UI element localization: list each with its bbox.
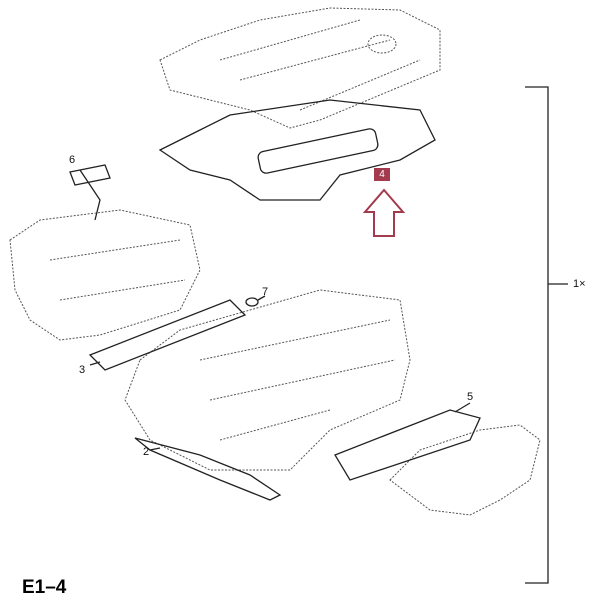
callout-4-highlighted: 4	[374, 168, 390, 181]
highlight-arrow	[362, 188, 406, 237]
head-gasket-2	[134, 437, 282, 501]
intake-manifold	[9, 209, 201, 341]
exhaust-manifold	[389, 424, 541, 516]
cylinder-head	[124, 289, 411, 471]
callout-3: 3	[79, 364, 86, 376]
figure-label: E1–4	[22, 577, 67, 598]
callout-6: 6	[69, 154, 76, 166]
intake-gasket-3	[88, 299, 247, 371]
seal-7	[245, 297, 259, 307]
callout-7: 7	[262, 286, 269, 298]
callout-2: 2	[143, 446, 150, 458]
exhaust-gasket-5	[334, 409, 481, 481]
valve-cover-gasket	[158, 99, 436, 201]
quantity-bracket	[525, 86, 568, 584]
quantity-label: 1×	[573, 278, 586, 290]
valve-cover	[159, 7, 441, 129]
gasket-6	[69, 164, 111, 186]
callout-5: 5	[467, 391, 474, 403]
